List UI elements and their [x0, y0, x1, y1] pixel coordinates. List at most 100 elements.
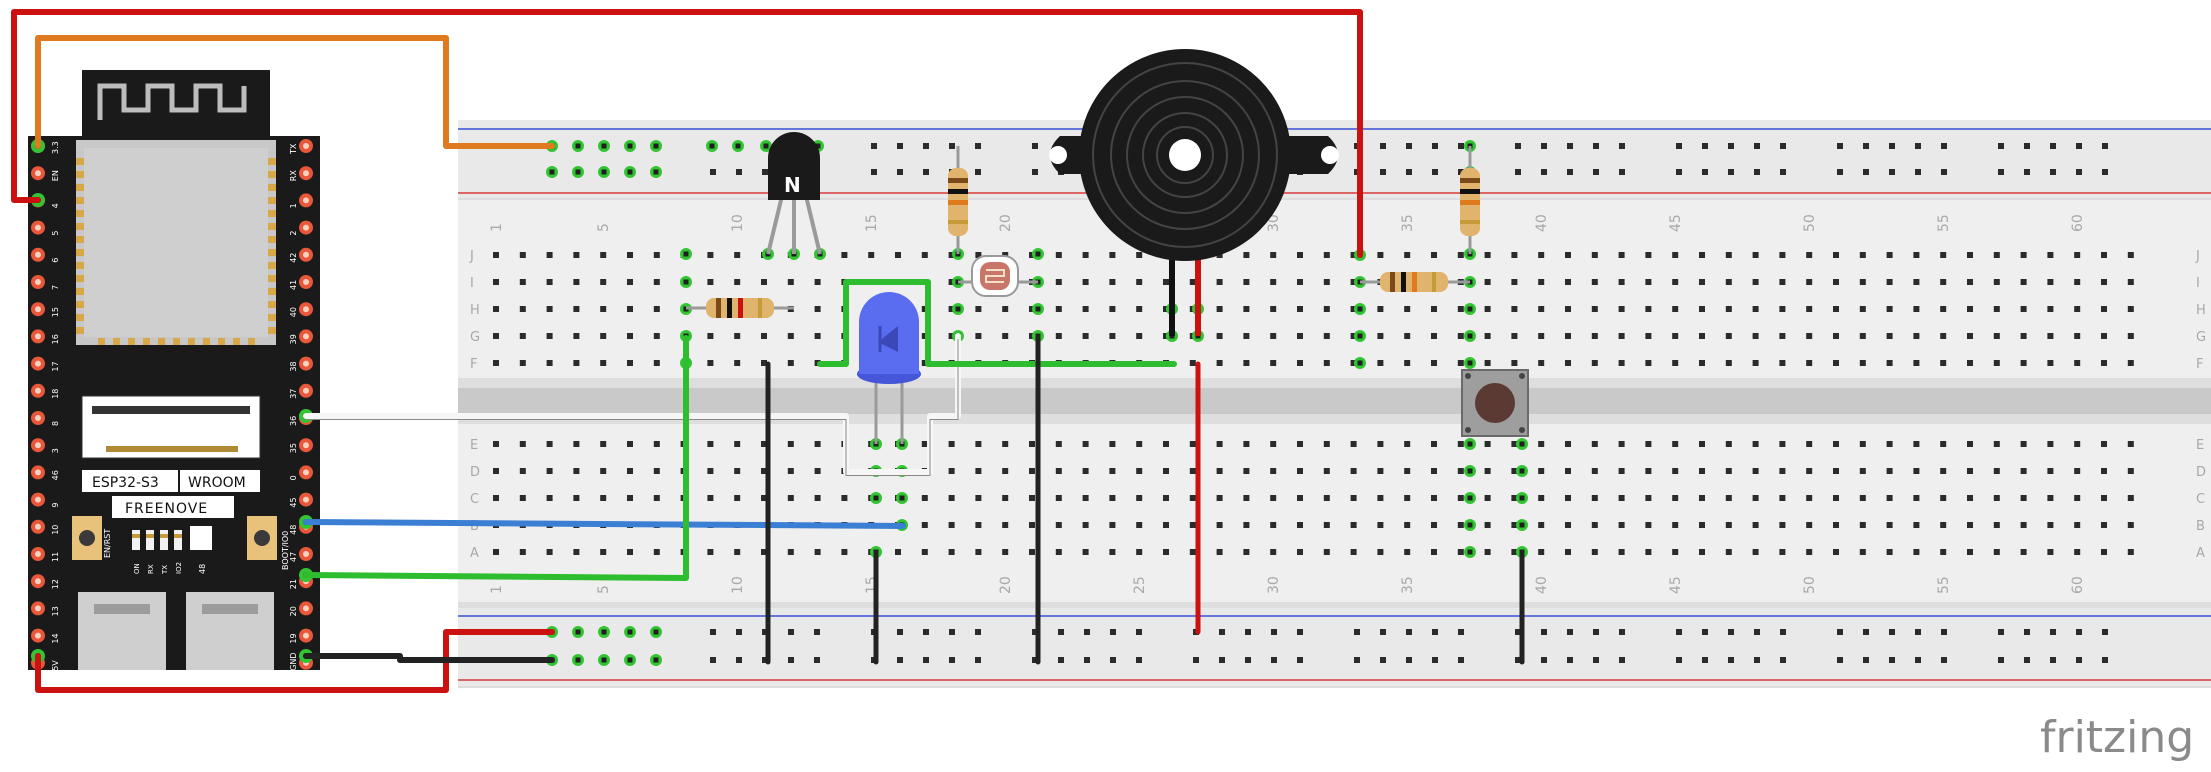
board-pin-right-label: 41	[289, 280, 298, 290]
breadboard-hole	[761, 441, 767, 447]
resistor-base-band-1	[716, 298, 721, 318]
usb-port-left-tongue	[94, 604, 150, 614]
column-number: 20	[998, 214, 1014, 232]
breadboard-hole	[1055, 522, 1062, 528]
rail-hole	[1515, 657, 1521, 663]
column-number: 50	[1802, 214, 1818, 232]
row-letter: J	[2195, 249, 2200, 264]
breadboard-hole	[1833, 522, 1839, 528]
breadboard-hole	[1243, 333, 1250, 339]
breadboard-hole	[1752, 495, 1759, 501]
breadboard-hole	[1833, 333, 1839, 339]
breadboard-hole	[1752, 279, 1759, 285]
column-number: 5	[596, 585, 612, 594]
wire-red-top[interactable]	[11, 9, 1363, 258]
breadboard-hole	[519, 252, 526, 258]
wire-blue[interactable]	[303, 519, 906, 529]
breadboard-hole	[1645, 495, 1652, 501]
breadboard-hole	[707, 468, 714, 474]
module-pad	[268, 249, 276, 256]
breadboard-hole	[1243, 495, 1250, 501]
breadboard-hole	[1297, 360, 1303, 366]
breadboard-hole	[1993, 279, 2000, 285]
rail-hole	[975, 169, 981, 175]
wire-black-gnd[interactable]	[303, 653, 555, 663]
breadboard-hole	[1806, 522, 1813, 528]
board-pin-left-core	[35, 415, 41, 421]
push-button[interactable]	[1461, 369, 1529, 437]
breadboard-hole	[1859, 522, 1866, 528]
wire-red-bottom[interactable]	[35, 629, 555, 693]
breadboard-hole	[921, 360, 928, 366]
breadboard-hole	[1645, 522, 1652, 528]
board-pin-left-label: 10	[51, 525, 60, 535]
breadboard-hole	[1967, 468, 1973, 474]
breadboard-hole	[1243, 549, 1250, 555]
breadboard-hole	[1940, 279, 1947, 285]
resistor-ldr[interactable]	[948, 146, 968, 254]
rail-hole	[1084, 629, 1090, 635]
connected-hole-core	[1035, 251, 1041, 257]
breadboard-hole	[2020, 468, 2027, 474]
rail-hole	[1837, 143, 1843, 149]
breadboard-hole	[2047, 522, 2054, 528]
breadboard-hole	[1189, 441, 1196, 447]
breadboard-hole	[1457, 549, 1464, 555]
connected-hole-core	[763, 143, 769, 149]
breadboard-hole	[2074, 252, 2081, 258]
wire-green-led[interactable]	[817, 279, 1177, 367]
rail-hole	[2076, 143, 2082, 149]
breadboard-hole	[2074, 360, 2081, 366]
buzzer[interactable]	[1049, 49, 1339, 336]
breadboard-hole	[1591, 252, 1598, 258]
breadboard-hole	[1752, 360, 1759, 366]
boot-button[interactable]	[254, 530, 270, 546]
module-pad	[98, 338, 105, 345]
npn-transistor[interactable]: N	[766, 132, 822, 255]
module-pad	[203, 338, 210, 345]
photoresistor[interactable]	[958, 255, 1038, 297]
rail-hole	[975, 629, 981, 635]
connected-hole-core	[683, 279, 689, 285]
rail-hole	[1245, 657, 1251, 663]
breadboard-hole	[1940, 549, 1947, 555]
breadboard-hole	[1216, 549, 1223, 555]
breadboard-hole	[600, 468, 607, 474]
column-number: 35	[1400, 576, 1416, 594]
module-pad	[76, 197, 84, 204]
column-number: 10	[730, 576, 746, 594]
breadboard-hole	[1511, 468, 1518, 474]
board-pin-left-core	[35, 306, 41, 313]
breadboard-hole	[2127, 549, 2134, 555]
reset-button[interactable]	[79, 530, 95, 546]
wire-green-board[interactable]	[303, 335, 689, 581]
breadboard-hole	[921, 441, 928, 447]
resistor-right-horizontal[interactable]	[1360, 272, 1470, 292]
breadboard-hole	[2127, 468, 2134, 474]
breadboard-hole	[1645, 549, 1652, 555]
breadboard-hole	[2020, 495, 2027, 501]
wire-orange-top[interactable]	[35, 35, 555, 149]
breadboard-hole	[948, 441, 955, 447]
breadboard-hole	[948, 495, 955, 501]
module-pad	[268, 236, 276, 243]
board-pin-right-label: 48	[289, 525, 298, 535]
rail-hole	[1541, 629, 1547, 635]
breadboard-hole	[1993, 468, 2000, 474]
status-led-band	[174, 534, 182, 538]
board-pin-left-label: 7	[51, 285, 60, 290]
resistor-right-vertical[interactable]	[1460, 146, 1480, 254]
module-pad	[268, 262, 276, 269]
blue-led[interactable]	[857, 292, 921, 444]
breadboard-hole	[1511, 279, 1518, 285]
breadboard-hole	[761, 333, 767, 339]
rail-hole	[1354, 657, 1360, 663]
wires	[11, 9, 1525, 693]
resistor-base[interactable]	[686, 298, 794, 318]
board-pin-right-label: 38	[289, 361, 298, 371]
breadboard-hole	[519, 333, 526, 339]
rail-hole	[1032, 629, 1038, 635]
breadboard-hole	[1082, 279, 1089, 285]
rail-hole	[1915, 169, 1921, 175]
module-pad	[268, 301, 276, 308]
